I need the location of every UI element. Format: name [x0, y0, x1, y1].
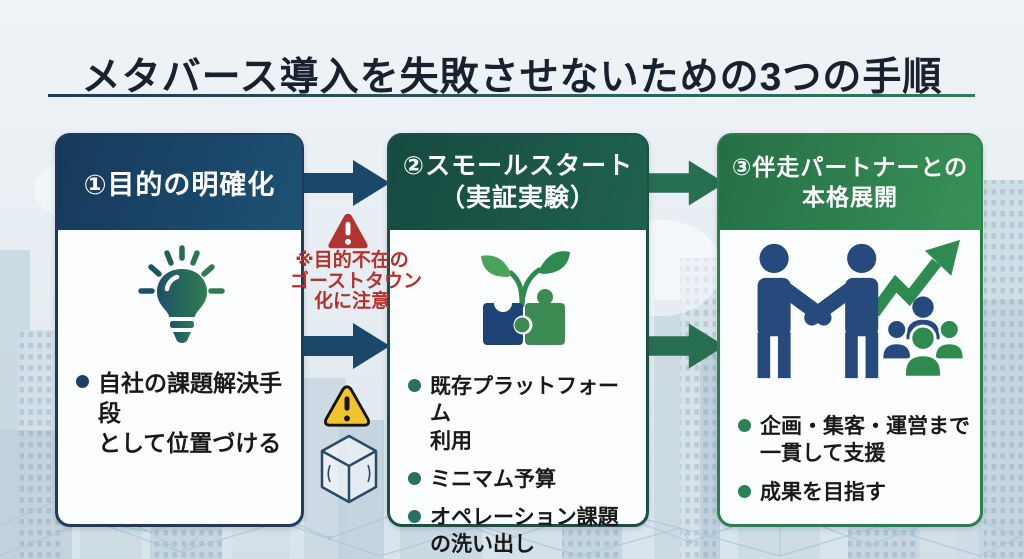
page-title: メタバース導入を失敗させないための3つの手順	[81, 56, 943, 100]
lightbulb-icon	[58, 229, 301, 345]
red-alert-icon	[328, 213, 368, 249]
bullet-text: オペレーション課題 の洗い出し	[430, 506, 619, 557]
bullet-marker	[76, 375, 89, 388]
list-item: 既存プラットフォーム 利用	[408, 373, 636, 455]
bullet-marker	[738, 484, 751, 498]
list-item: ミニマム予算	[408, 466, 636, 493]
flow-arrow-navy-top-icon	[297, 160, 390, 206]
list-item: 成果を目指す	[738, 479, 970, 506]
bullet-text: 企画・集客・運営まで 一貫して支援	[760, 415, 970, 466]
puzzle-sprout-icon	[390, 229, 646, 353]
ghost-town-warning-text: ※目的不在の ゴーストタウン 化に注意	[290, 250, 423, 312]
bullet-text: 既存プラットフォーム 利用	[430, 375, 619, 453]
bullet-marker	[738, 419, 751, 432]
step-3-bullet-list: 企画・集客・運営まで 一貫して支援 成果を目指す	[720, 413, 980, 506]
flow-arrow-navy-bottom-icon	[297, 323, 390, 369]
bullet-text: 自社の課題解決手段 として位置づける	[98, 370, 282, 456]
step-card-1: ①目的の明確化	[55, 133, 304, 527]
flow-arrow-green-top-icon	[634, 160, 726, 206]
metaverse-cube-icon	[320, 434, 378, 504]
step-3-header: ③伴走パートナーとの 本格展開	[719, 135, 981, 230]
yellow-warning-icon	[324, 385, 370, 427]
bullet-marker	[408, 510, 421, 524]
bullet-text: ミニマム予算	[430, 467, 556, 491]
handshake-growth-icon	[720, 229, 980, 383]
list-item: オペレーション課題 の洗い出し	[408, 504, 636, 559]
list-item: 自社の課題解決手段 として位置づける	[76, 369, 291, 459]
bullet-text: 成果を目指す	[760, 480, 886, 504]
step-2-header: ②スモールスタート （実証実験）	[389, 135, 647, 230]
flow-arrow-green-bottom-icon	[634, 323, 726, 369]
step-card-3: ③伴走パートナーとの 本格展開	[717, 133, 983, 527]
step-1-header: ①目的の明確化	[57, 135, 302, 230]
step-1-bullet-list: 自社の課題解決手段 として位置づける	[58, 369, 301, 459]
bullet-marker	[408, 471, 421, 485]
bullet-marker	[408, 379, 421, 392]
step-card-2: ②スモールスタート （実証実験） 既存プラットフォーム 利用	[387, 133, 649, 556]
step-2-bullet-list: 既存プラットフォーム 利用 ミニマム予算 オペレーション課題 の洗い出し	[390, 373, 646, 559]
list-item: 企画・集客・運営まで 一貫して支援	[738, 413, 970, 468]
title-underline	[48, 94, 975, 97]
